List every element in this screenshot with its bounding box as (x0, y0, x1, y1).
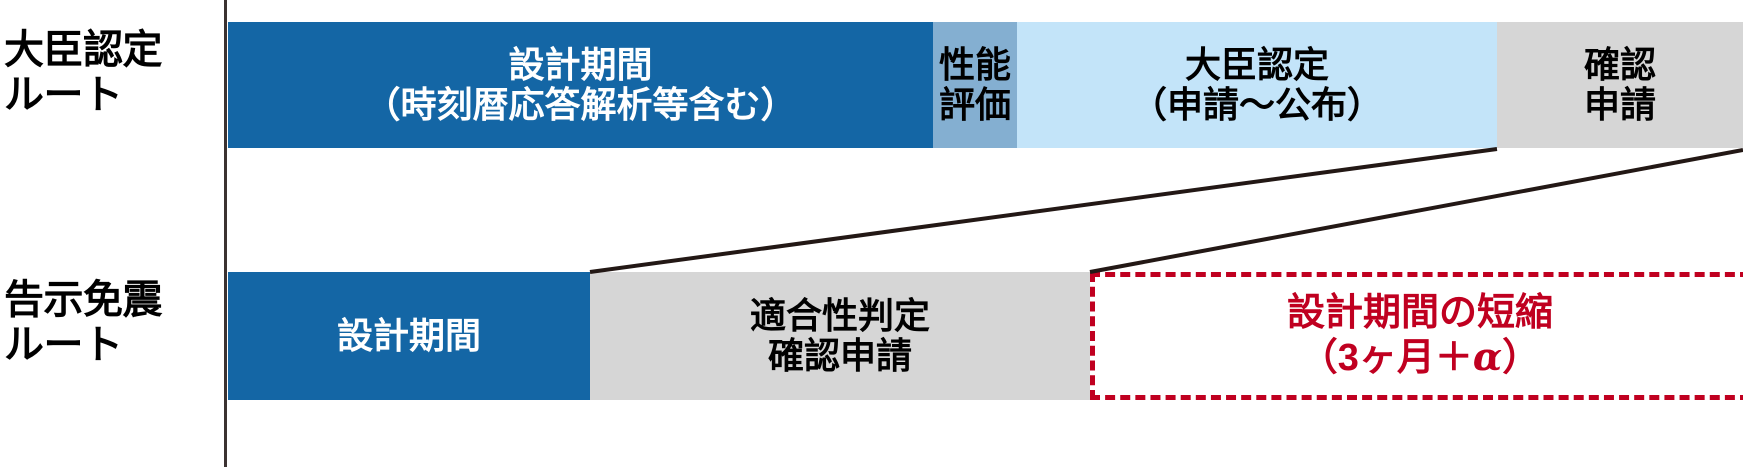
bar-top-confirmation-application[interactable]: 確認 申請 (1497, 22, 1743, 148)
bar-top-minister-approval[interactable]: 大臣認定 （申請～公布） (1017, 22, 1497, 148)
callout-line-1: 設計期間の短縮 (1286, 291, 1553, 334)
bar-bottom-design-period-text: 設計期間 (336, 314, 481, 356)
bar-top-design-period-text: 設計期間 （時刻暦応答解析等含む） (364, 43, 797, 125)
connector-line-lower (1089, 148, 1743, 274)
bar-bottom-conformity-assessment[interactable]: 適合性判定 確認申請 (590, 272, 1090, 400)
row-label-notification-seismic-isolation-route: 告示免震 ルート (4, 278, 163, 367)
callout-line-2-alpha: α (1472, 334, 1503, 379)
callout-text-block: 設計期間の短縮（3ヶ月＋α） (1287, 292, 1553, 381)
bar-top-performance-evaluation[interactable]: 性能 評価 (933, 22, 1017, 148)
bar-top-confirmation-application-text: 確認 申請 (1583, 43, 1656, 125)
bar-top-design-period[interactable]: 設計期間 （時刻暦応答解析等含む） (228, 22, 933, 148)
bar-top-minister-approval-text: 大臣認定 （申請～公布） (1130, 43, 1383, 125)
callout-line-2-suffix: ） (1502, 337, 1541, 379)
bar-bottom-design-period[interactable]: 設計期間 (228, 272, 590, 400)
callout-line-2-prefix: （3ヶ月＋ (1299, 337, 1473, 379)
callout-design-period-reduction: 設計期間の短縮（3ヶ月＋α） (1090, 272, 1743, 400)
bar-bottom-conformity-assessment-text: 適合性判定 確認申請 (749, 294, 930, 376)
vertical-axis-line (224, 0, 227, 467)
row-label-minister-approval-route: 大臣認定 ルート (4, 28, 163, 117)
connector-line-upper (589, 147, 1498, 274)
bar-top-performance-evaluation-text: 性能 評価 (938, 43, 1011, 125)
